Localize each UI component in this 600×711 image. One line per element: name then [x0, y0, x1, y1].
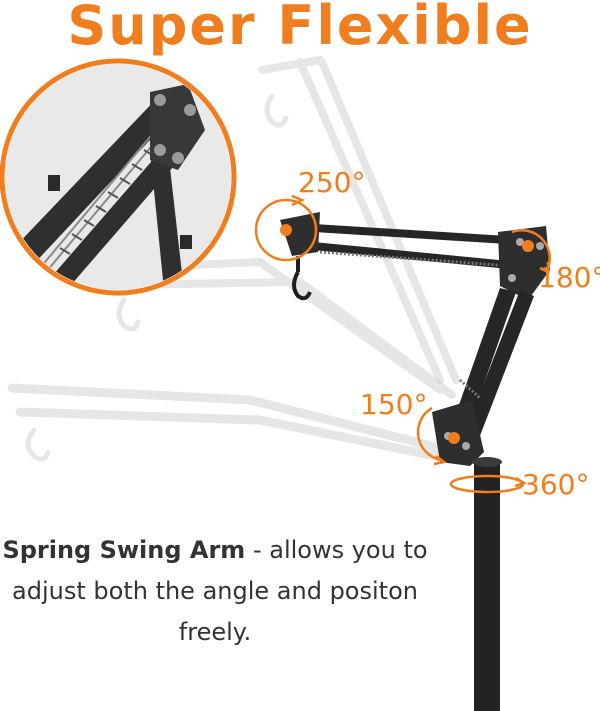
- ghost-arm-middle: [106, 258, 456, 399]
- angle-indicator-180: [511, 229, 551, 275]
- caption: Spring Swing Arm - allows you to adjust …: [0, 530, 430, 653]
- angle-indicator-360: [449, 474, 527, 494]
- angle-indicator-150: [416, 406, 460, 466]
- headline: Super Flexible: [67, 0, 533, 57]
- angle-indicator-250: [254, 194, 318, 262]
- caption-title: Spring Swing Arm: [2, 536, 246, 564]
- caption-body: - allows you to adjust both the angle an…: [12, 536, 428, 646]
- main-arm: [280, 212, 550, 711]
- ghost-arm-top: [258, 56, 460, 384]
- spring-closeup-inset: [0, 58, 237, 296]
- angle-label-150: 150°: [360, 388, 428, 421]
- ghost-arm-low: [7, 383, 450, 463]
- angle-label-360: 360°: [522, 468, 590, 501]
- angle-label-180: 180°: [538, 261, 600, 294]
- angle-label-250: 250°: [298, 166, 366, 199]
